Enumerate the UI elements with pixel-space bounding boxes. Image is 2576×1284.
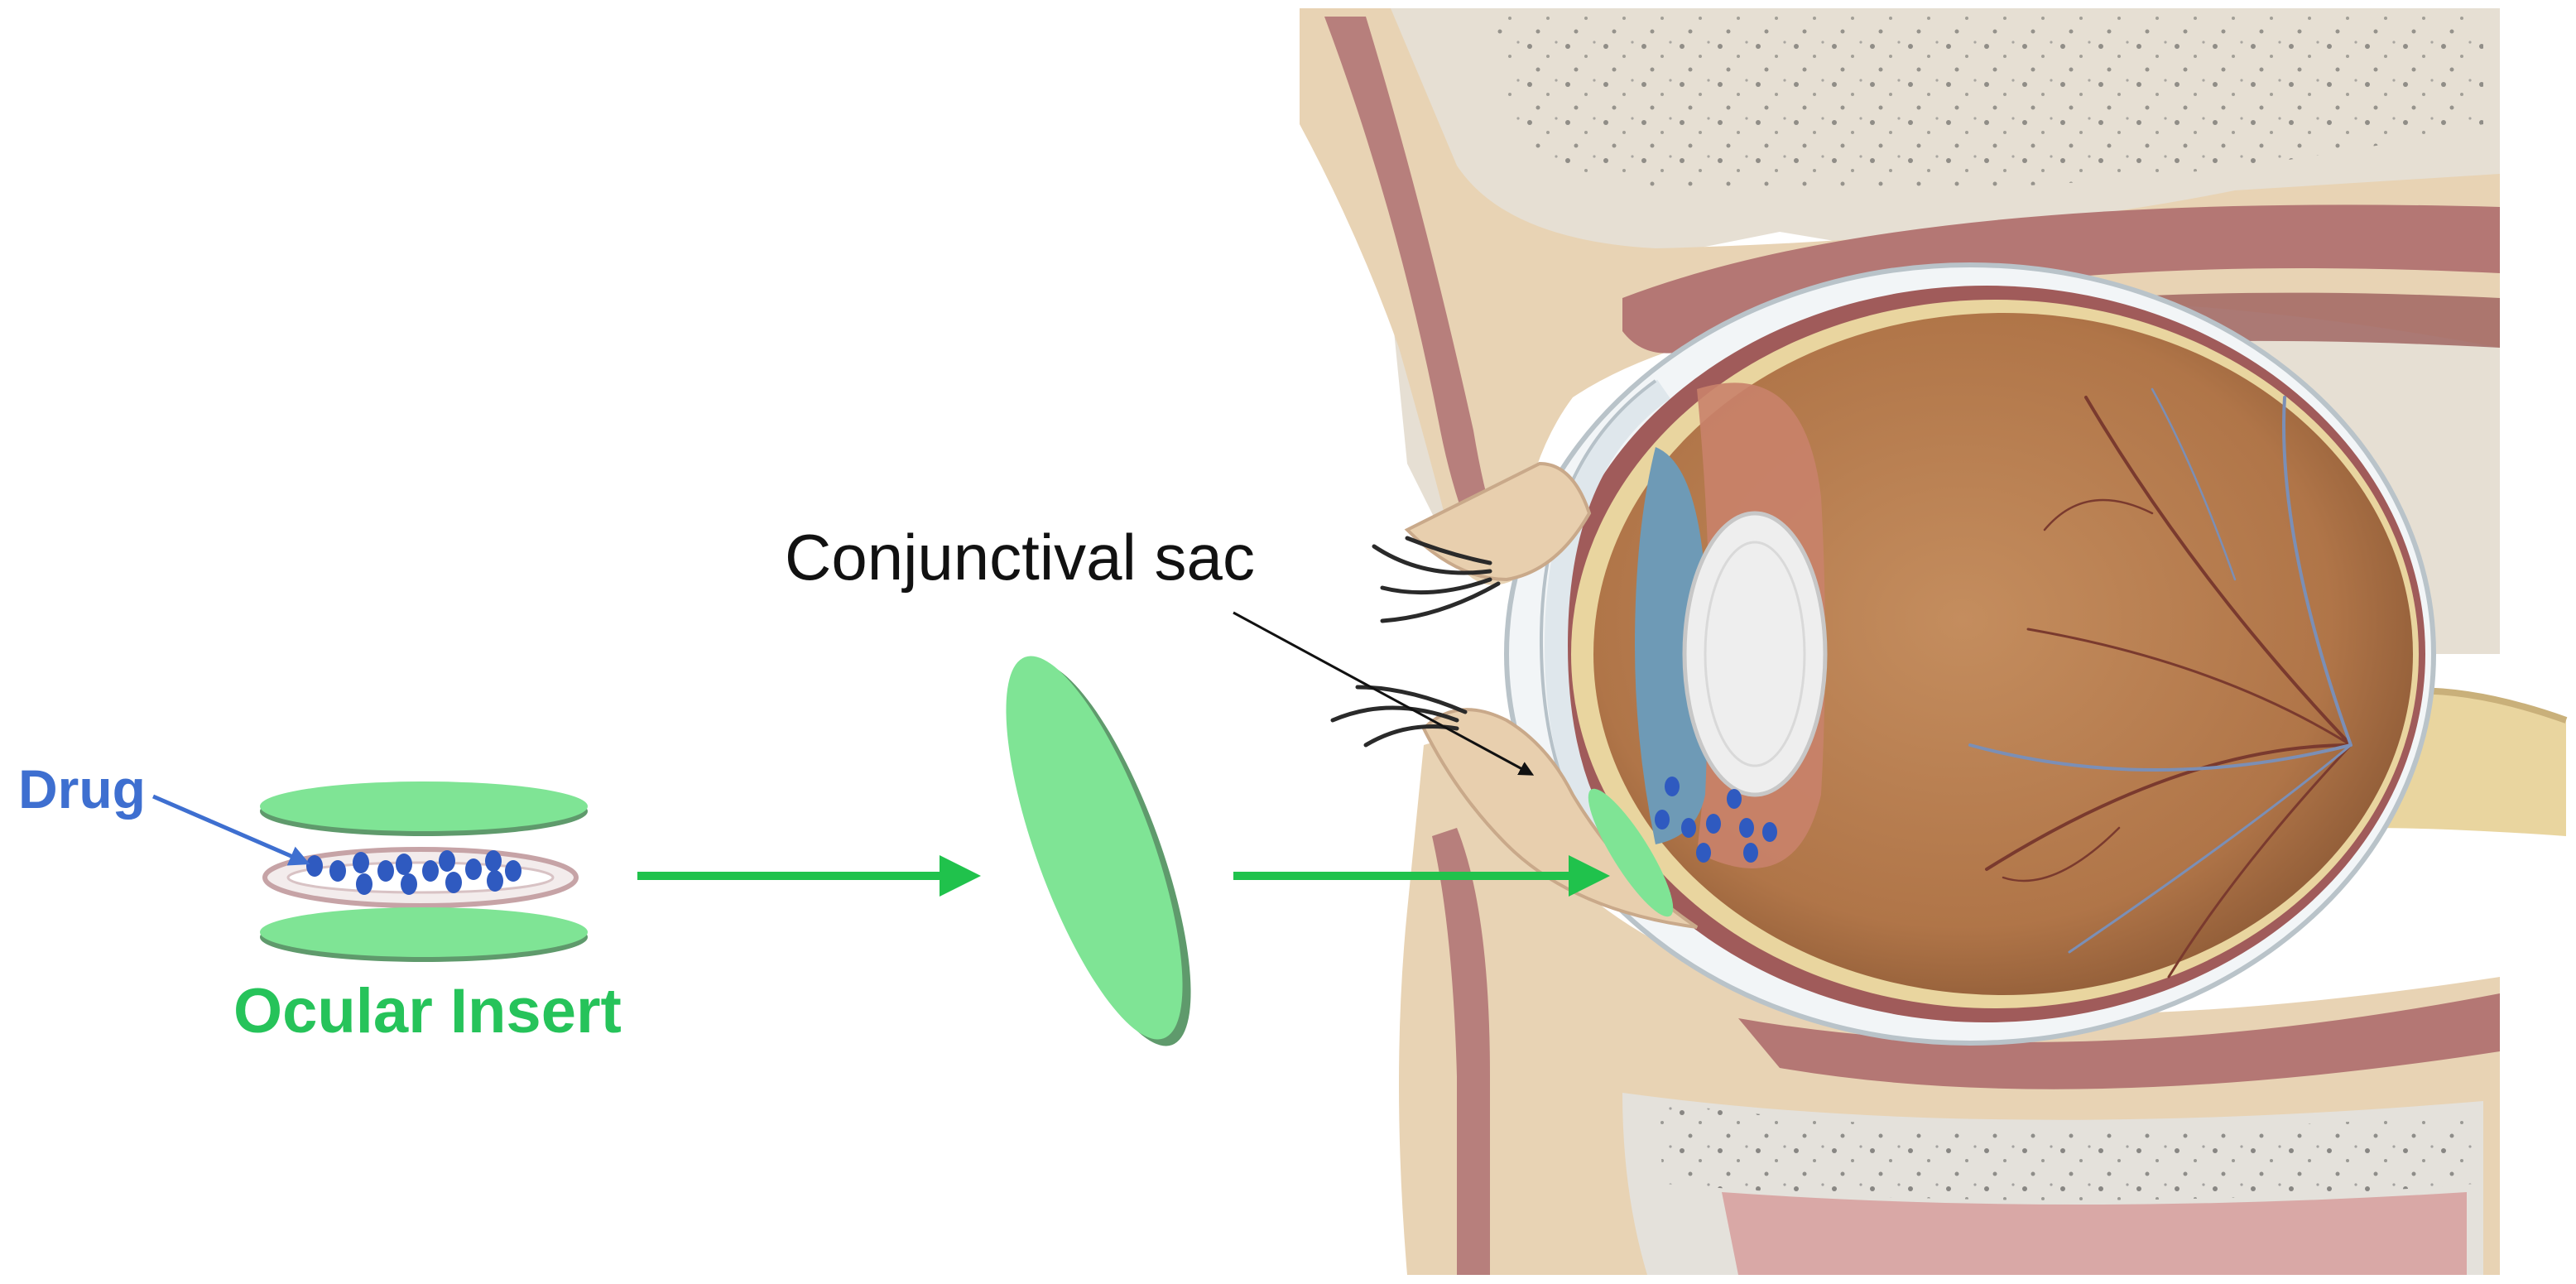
upper-rectus-muscle [1622,204,2500,353]
upper-eyelid [1404,461,1592,582]
eyelashes [1330,536,1501,748]
lens-inner [1704,541,1806,767]
drug-label: Drug [18,758,146,820]
upper-muscle-band [1324,17,1515,579]
conjunctival-sac-pointer [1233,611,1535,776]
lower-bone-texture [1656,1101,2475,1200]
lens [1682,511,1828,797]
ocular-insert-label: Ocular Insert [233,976,622,1046]
lower-rectus-muscle [1738,993,2500,1089]
drug-particle-icon [306,850,521,895]
iris [1635,447,1708,844]
eye-anatomy-illustration [1300,8,2568,1275]
maxillary-sinus [1722,1192,2467,1275]
inserted-disc [1588,788,1674,917]
released-drug-particles [1655,777,1777,863]
assembled-insert-disc [1006,656,1191,1046]
conjunctival-sac-label: Conjunctival sac [785,521,1255,594]
retinal-vessels [1968,387,2353,979]
drug-pointer-arrow [152,794,310,866]
upper-bone-texture [1490,17,2483,191]
lower-muscle-band [1432,828,1490,1275]
